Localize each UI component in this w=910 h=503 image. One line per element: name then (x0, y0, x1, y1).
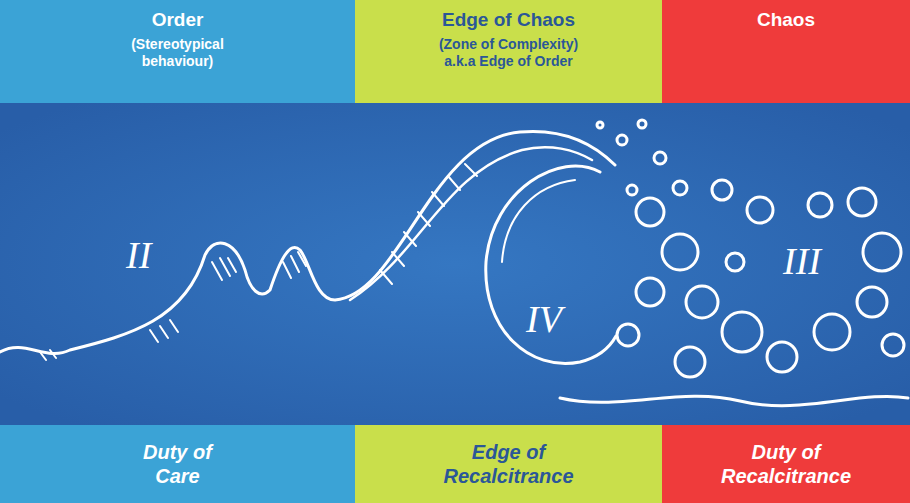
stage-numeral: IV (526, 300, 562, 338)
chaos-band: Chaos (662, 0, 910, 103)
stage-numeral: III (783, 242, 821, 280)
foam-bubble (686, 286, 718, 318)
foam-bubble (814, 314, 850, 350)
spray-drop (654, 152, 666, 164)
foam-bubble (712, 180, 732, 200)
spray-drop (597, 122, 603, 128)
band-heading: Order (152, 9, 204, 32)
foam-bubble (617, 324, 639, 346)
duty-band: Duty of Care (0, 425, 355, 503)
edge-band: Edge of Chaos (Zone of Complexity) a.k.a … (355, 0, 662, 103)
spray-drop (627, 185, 637, 195)
duty-band: Duty of Recalcitrance (662, 425, 910, 503)
foam-bubble (863, 233, 901, 271)
foam-bubble (848, 188, 876, 216)
spray-drop (638, 120, 646, 128)
band-heading: Edge of Recalcitrance (434, 440, 584, 488)
foam-bubble (636, 198, 664, 226)
band-heading: Edge of Chaos (442, 9, 575, 32)
foam-bubble (726, 253, 744, 271)
foam-bubble (767, 342, 797, 372)
band-heading: Chaos (757, 9, 815, 32)
spray-drop (617, 135, 627, 145)
sea-ground (0, 103, 910, 425)
stage-numeral: II (126, 236, 151, 274)
spray-drop (673, 181, 687, 195)
foam-bubble (675, 347, 705, 377)
edge-band: Edge of Recalcitrance (355, 425, 662, 503)
foam-bubble (857, 287, 887, 317)
foam-bubble (747, 197, 773, 223)
foam-line (560, 396, 908, 406)
wave-ridge (0, 131, 615, 353)
band-heading: Duty of Recalcitrance (711, 440, 861, 488)
foam-bubble (808, 193, 832, 217)
foam-bubble (636, 278, 664, 306)
wave-hatch (380, 164, 477, 284)
band-heading: Duty of Care (133, 440, 223, 488)
foam-bubble (722, 312, 762, 352)
band-subheading: (Zone of Complexity) a.k.a Edge of Order (424, 36, 594, 70)
order-band: Order (Stereotypical behaviour) (0, 0, 355, 103)
wave-curl-inner (502, 180, 575, 262)
foam-bubble (662, 234, 698, 270)
wave-curl (486, 166, 616, 364)
ripple-hatch (40, 252, 306, 360)
foam-bubble (882, 334, 904, 356)
band-subheading: (Stereotypical behaviour) (118, 36, 238, 70)
